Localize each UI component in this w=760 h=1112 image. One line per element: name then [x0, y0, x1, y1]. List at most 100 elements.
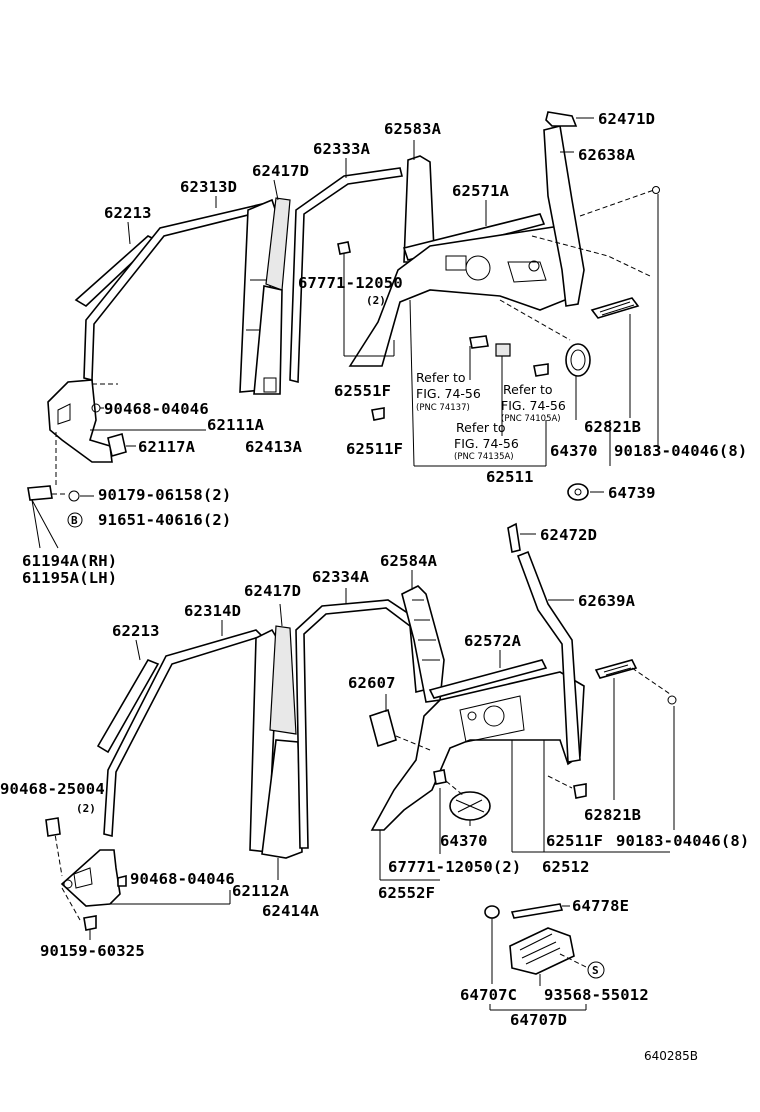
label-64707D: 64707D	[510, 1011, 567, 1029]
label-62313D: 62313D	[180, 178, 237, 196]
label-90468-04046-b: 90468-04046	[130, 870, 235, 888]
clip-62511F-bottom	[573, 783, 587, 799]
label-62413A: 62413A	[245, 438, 303, 456]
screw-icon-bottom	[667, 695, 677, 705]
label-62213: 62213	[104, 204, 152, 222]
label-62417D-b: 62417D	[244, 582, 301, 600]
part-62471D-top	[545, 111, 578, 127]
label-67771-qty: (2)	[366, 294, 386, 307]
part-62417D-bottom	[269, 625, 297, 735]
label-62584A: 62584A	[380, 552, 438, 570]
label-64370-b: 64370	[440, 832, 488, 850]
label-62314D: 62314D	[184, 602, 241, 620]
label-62417D: 62417D	[252, 162, 309, 180]
label-64778E: 64778E	[572, 897, 629, 915]
refer-1-pnc: (PNC 74137)	[416, 403, 470, 413]
label-62607: 62607	[348, 674, 396, 692]
label-62511: 62511	[486, 468, 534, 486]
part-64707D-bottom	[509, 927, 575, 975]
label-62471D: 62471D	[598, 110, 655, 128]
clip-64370-icon	[433, 769, 447, 785]
label-67771-12050: 67771-12050	[298, 274, 403, 292]
label-62572A: 62572A	[464, 632, 522, 650]
refer-2-pnc: (PNC 74105A)	[501, 414, 561, 424]
label-90468-04046: 90468-04046	[104, 400, 209, 418]
bottom-assembly	[45, 522, 677, 1011]
label-91651-40616: 91651-40616(2)	[98, 511, 231, 529]
clip-67771-top	[337, 241, 351, 255]
circle-b-letter: B	[71, 514, 78, 527]
label-90183-04046-b: 90183-04046(8)	[616, 832, 749, 850]
label-90468-25004: 90468-25004	[0, 780, 105, 798]
part-62639A-bottom	[516, 550, 581, 763]
part-62117A-top	[107, 432, 127, 458]
top-assembly	[27, 111, 660, 549]
part-62333A-top	[289, 167, 403, 384]
label-62583A: 62583A	[384, 120, 442, 138]
label-62511F: 62511F	[346, 440, 403, 458]
clip-74105A-icon	[533, 363, 549, 377]
label-62552F: 62552F	[378, 884, 435, 902]
refer-1-line1: Refer to	[416, 370, 466, 385]
label-62821B: 62821B	[584, 418, 641, 436]
refer-1-line2: FIG. 74-56	[416, 386, 481, 401]
refer-2-line1: Refer to	[503, 382, 553, 397]
refer-3-line1: Refer to	[456, 420, 506, 435]
refer-2-line2: FIG. 74-56	[501, 398, 566, 413]
label-93568-55012: 93568-55012	[544, 986, 649, 1004]
label-62414A: 62414A	[262, 902, 320, 920]
part-62472D-bottom	[507, 522, 521, 553]
label-64707C: 64707C	[460, 986, 517, 1004]
part-62821B-top	[590, 297, 640, 319]
label-62638A: 62638A	[578, 146, 636, 164]
part-64739-top	[567, 483, 589, 501]
part-62314D-bottom	[103, 629, 264, 838]
label-62472D: 62472D	[540, 526, 597, 544]
part-62213-bottom	[96, 659, 160, 754]
label-90159-60325: 90159-60325	[40, 942, 145, 960]
label-62334A: 62334A	[312, 568, 370, 586]
label-90179-06158: 90179-06158(2)	[98, 486, 231, 504]
label-62511F-b: 62511F	[546, 832, 603, 850]
label-62821B-b: 62821B	[584, 806, 641, 824]
label-62213-b: 62213	[112, 622, 160, 640]
screw-icon	[652, 186, 660, 194]
part-64778E-bottom	[510, 903, 564, 919]
part-62584A-bottom	[401, 585, 445, 703]
label-62512: 62512	[542, 858, 590, 876]
part-62607-bottom	[369, 708, 397, 748]
clip-90468-25004-icon	[45, 817, 61, 837]
label-61194A: 61194A(RH)	[22, 552, 117, 570]
nut-icon	[68, 490, 80, 502]
clip-62511F-top	[371, 407, 385, 421]
label-62551F: 62551F	[334, 382, 391, 400]
label-62112A: 62112A	[232, 882, 290, 900]
circle-b-icon	[67, 512, 83, 528]
diagram-code: 640285B	[644, 1049, 698, 1063]
part-64370-top	[565, 343, 591, 377]
part-62413A-top	[253, 285, 283, 395]
label-62571A: 62571A	[452, 182, 510, 200]
refer-3-line2: FIG. 74-56	[454, 436, 519, 451]
part-64707C-icon	[484, 905, 500, 919]
label-62639A: 62639A	[578, 592, 636, 610]
part-62334A-bottom	[295, 599, 425, 849]
clip-90468-04046-icon	[117, 874, 127, 887]
label-90183-04046: 90183-04046(8)	[614, 442, 747, 460]
screw-90159-icon	[83, 915, 97, 931]
label-64739: 64739	[608, 484, 656, 502]
label-67771-12050-b: 67771-12050(2)	[388, 858, 521, 876]
circle-s-letter: S	[592, 964, 599, 977]
part-62572A-bottom	[428, 659, 548, 699]
label-61195A: 61195A(LH)	[22, 569, 117, 587]
part-62638A-top	[543, 125, 585, 307]
clip-74135A-icon	[495, 343, 511, 357]
clip-74137-icon	[469, 335, 489, 349]
label-90468-25004-qty: (2)	[76, 802, 96, 815]
label-64370: 64370	[550, 442, 598, 460]
label-62333A: 62333A	[313, 140, 371, 158]
label-62111A: 62111A	[207, 416, 265, 434]
bracket-clip-icon	[27, 485, 53, 501]
circle-s-icon	[587, 961, 605, 979]
